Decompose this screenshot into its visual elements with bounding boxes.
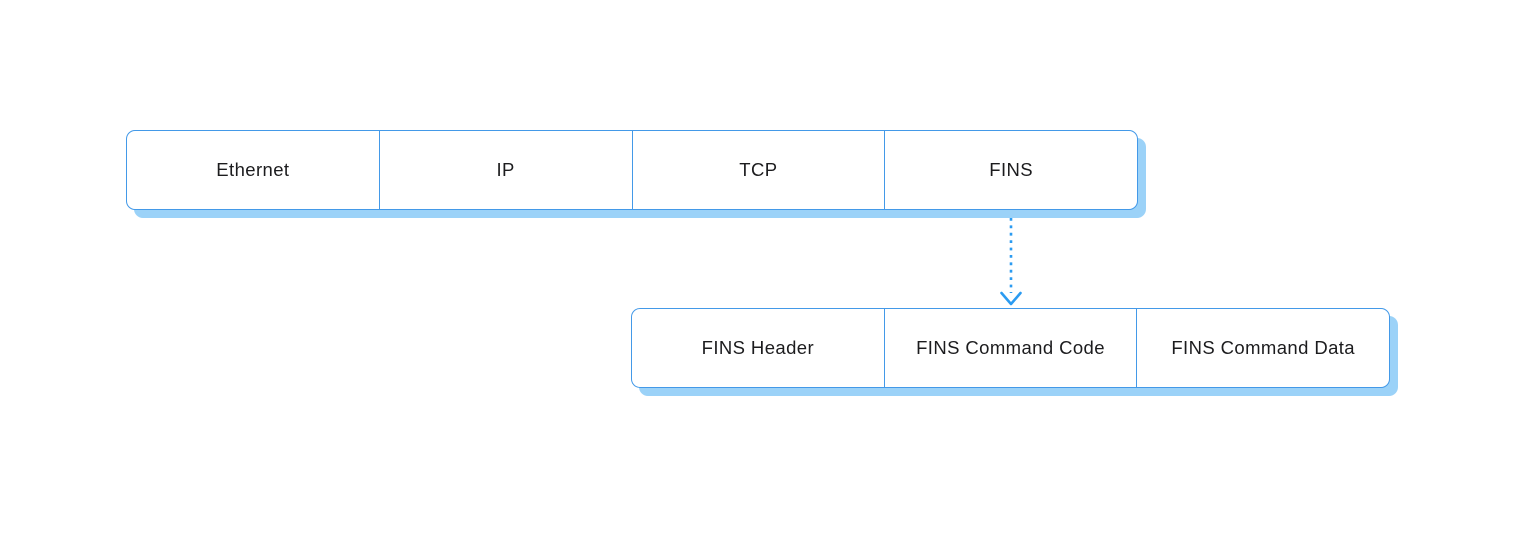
cell-fins-header: FINS Header <box>632 309 884 387</box>
cell-tcp-label: TCP <box>739 159 778 180</box>
cell-fins-label: FINS <box>989 159 1033 180</box>
cell-tcp: TCP <box>631 131 885 209</box>
cell-ip-label: IP <box>496 159 515 180</box>
cell-fins: FINS <box>884 131 1137 209</box>
cell-fins-header-label: FINS Header <box>701 337 815 358</box>
protocol-stack-row: Ethernet IP TCP FINS <box>126 130 1138 210</box>
cell-fins-command-data: FINS Command Data <box>1136 309 1389 387</box>
cell-fins-command-code: FINS Command Code <box>883 309 1137 387</box>
dotted-down-arrow-icon <box>1000 218 1022 306</box>
cell-fins-command-data-label: FINS Command Data <box>1171 337 1355 358</box>
cell-ethernet: Ethernet <box>127 131 379 209</box>
cell-ip: IP <box>378 131 632 209</box>
cell-ethernet-label: Ethernet <box>216 159 290 180</box>
cell-fins-command-code-label: FINS Command Code <box>916 337 1105 358</box>
fins-frame-row: FINS Header FINS Command Code FINS Comma… <box>631 308 1390 388</box>
